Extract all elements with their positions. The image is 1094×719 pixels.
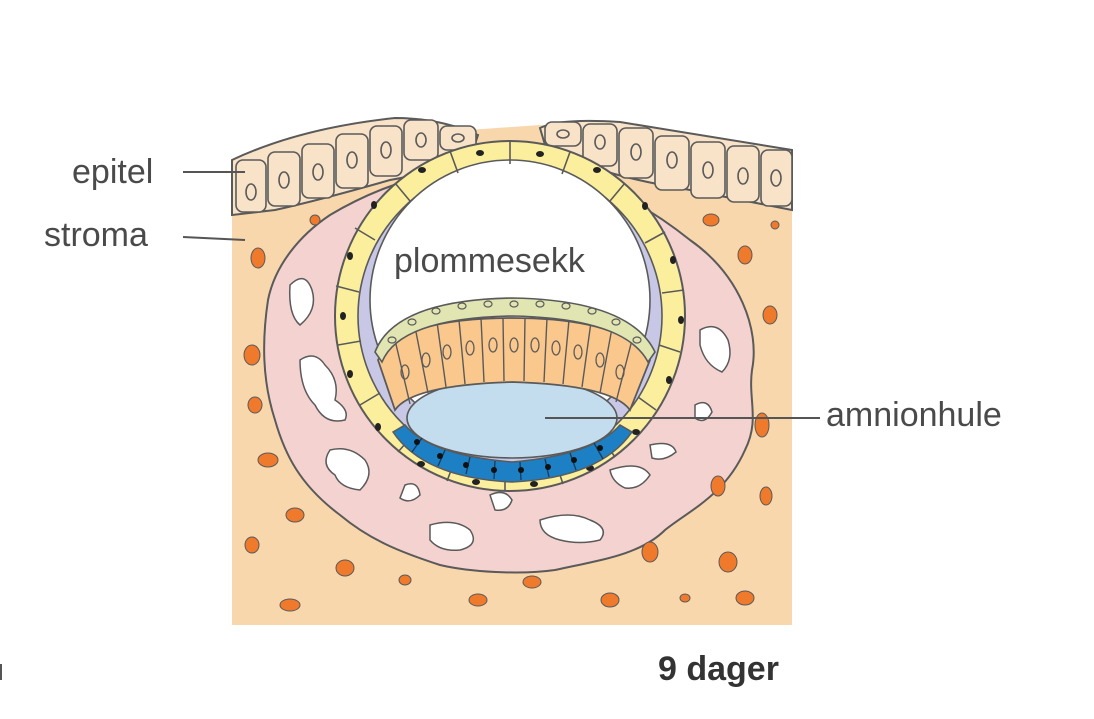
leader-lines [182, 171, 820, 419]
epiblast-nuclei [400, 337, 625, 380]
label-stroma: stroma [44, 216, 148, 254]
label-amniotic-cavity: amnionhule [826, 396, 1002, 434]
lacunae [288, 277, 731, 552]
caption-age: 9 dager [658, 650, 779, 688]
edge-mark [0, 664, 2, 680]
cytotrophoblast-cells [335, 141, 685, 491]
stroma-leader [182, 236, 246, 241]
epithelial-cells [235, 119, 793, 213]
hypoblast-nuclei [387, 300, 642, 344]
label-epitel: epitel [72, 153, 154, 191]
epithelial-nuclei [245, 129, 782, 201]
amnion-nuclei [414, 439, 603, 473]
cytotrophoblast-nuclei [340, 150, 684, 487]
amnion-cells [391, 424, 634, 483]
hypoblast [374, 297, 656, 364]
stroma-cells [243, 213, 780, 612]
label-yolk-sac: plommesekk [394, 242, 585, 280]
